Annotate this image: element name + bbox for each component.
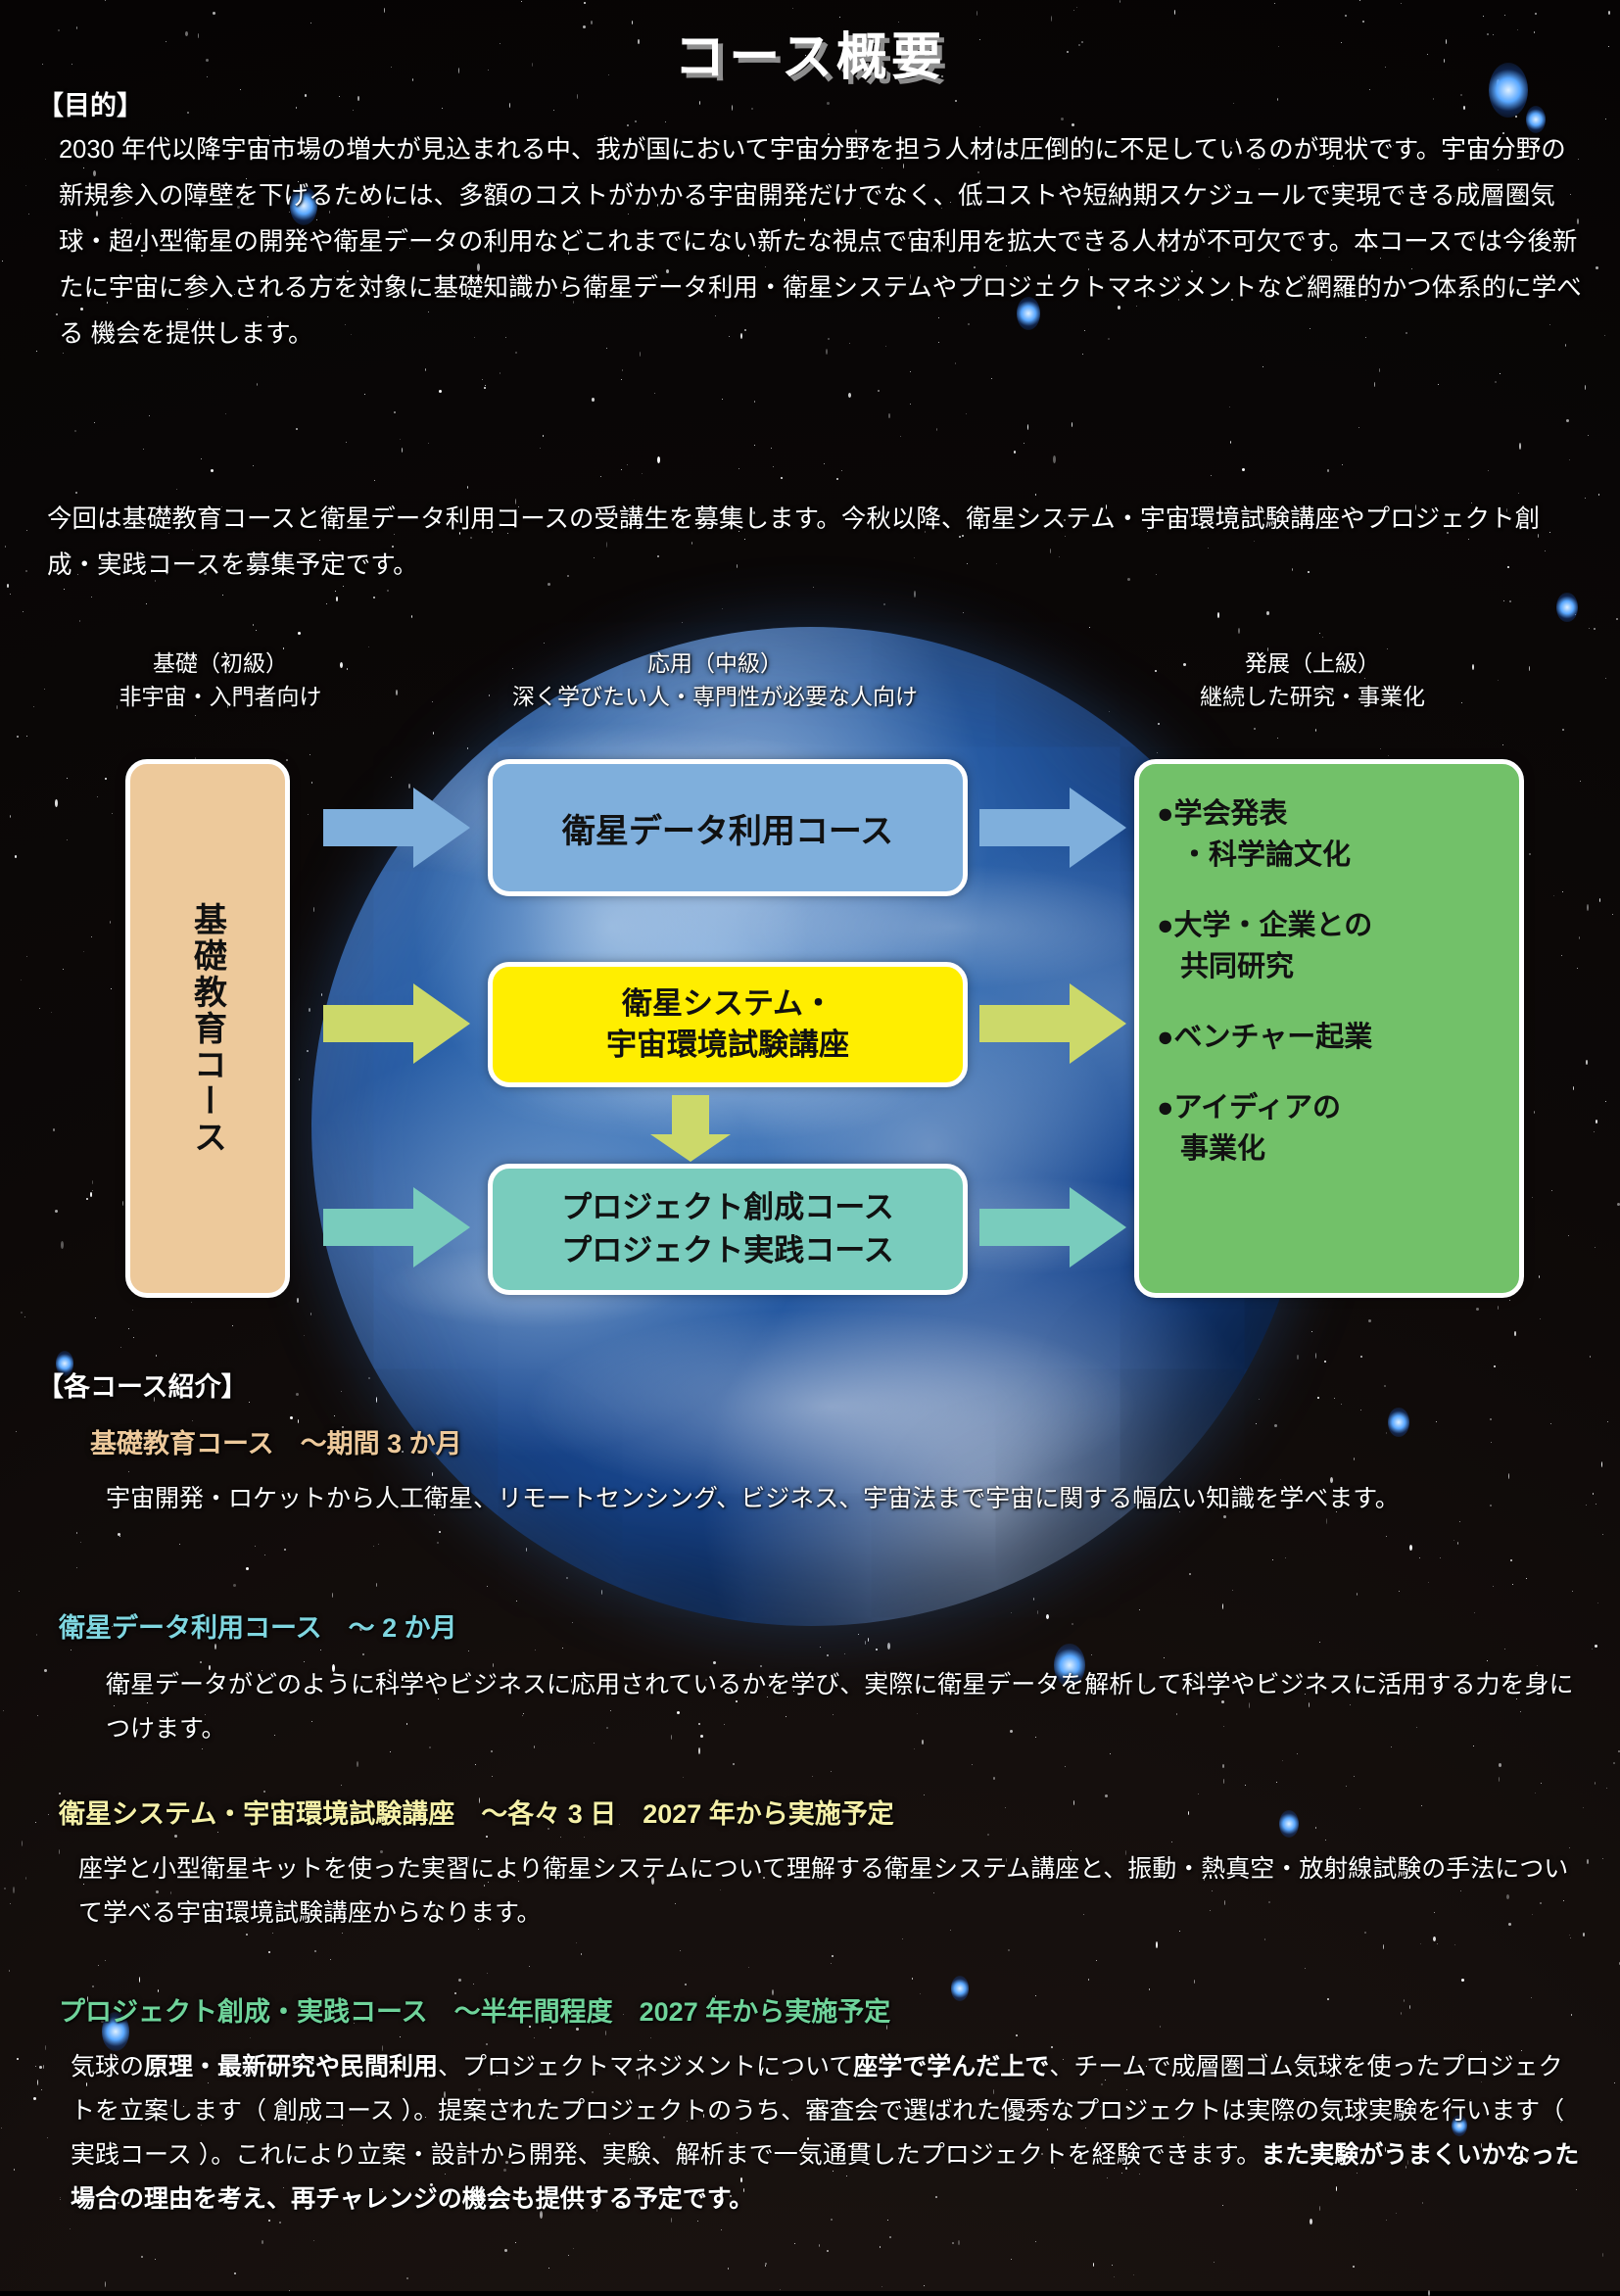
advanced-outcome-line1: ●アイディアの bbox=[1157, 1092, 1342, 1124]
box-advanced-outcomes[interactable]: ●学会発表 ・科学論文化 ●大学・企業との 共同研究 ●ベンチャー起業 ●アイデ… bbox=[1134, 759, 1524, 1298]
body-text: 、プロジェクトマネジメントについて bbox=[438, 2053, 854, 2081]
advanced-outcome-line1: ●ベンチャー起業 bbox=[1157, 1022, 1373, 1053]
courses-section-label: 【各コース紹介】 bbox=[37, 1372, 248, 1402]
emphasis-text: また実験がうまくいかなった場合の理由を考え、再チャレンジの機会も提供する予定です… bbox=[71, 2141, 1580, 2213]
purpose-text-1: 2030 年代以降宇宙市場の増大が見込まれる中、我が国において宇宙分野を担う人材… bbox=[59, 136, 1582, 348]
advanced-outcome-item: ●大学・企業との 共同研究 bbox=[1157, 905, 1505, 987]
box-satellite-data-label: 衛星データ利用コース bbox=[561, 812, 894, 850]
advanced-outcome-line1: ●大学・企業との bbox=[1157, 910, 1373, 941]
advanced-outcome-item: ●ベンチャー起業 bbox=[1157, 1017, 1505, 1058]
arrow-satdata-to-advanced-icon bbox=[979, 788, 1126, 868]
purpose-text-2: 今回は基礎教育コースと衛星データ利用コースの受講生を募集します。今秋以降、衛星シ… bbox=[47, 505, 1541, 579]
arrow-basic-to-satdata-icon bbox=[323, 788, 470, 868]
advanced-outcome-line1: ●学会発表 bbox=[1157, 798, 1288, 830]
course-body-project: 気球の原理・最新研究や民間利用、プロジェクトマネジメントについて座学で学んだ上で… bbox=[71, 2045, 1587, 2222]
arrow-basic-to-project-icon bbox=[323, 1187, 470, 1268]
emphasis-text: 座学で学んだ上で bbox=[853, 2053, 1050, 2081]
course-heading-basic: 基礎教育コース 〜期間 3 か月 bbox=[90, 1429, 462, 1459]
advanced-outcome-item: ●アイディアの 事業化 bbox=[1157, 1087, 1505, 1170]
purpose-paragraph-1: 2030 年代以降宇宙市場の増大が見込まれる中、我が国において宇宙分野を担う人材… bbox=[59, 127, 1587, 358]
column-header-applied: 応用（中級） 深く学びたい人・専門性が必要な人向け bbox=[451, 646, 979, 713]
course-body-basic: 宇宙開発・ロケットから人工衛星、リモートセンシング、ビジネス、宇宙法まで宇宙に関… bbox=[106, 1485, 1400, 1512]
box-satellite-system-label: 衛星システム・ 宇宙環境試験講座 bbox=[606, 986, 849, 1062]
box-project-course[interactable]: プロジェクト創成コース プロジェクト実践コース bbox=[488, 1164, 968, 1295]
column-level-advanced: 発展（上級） bbox=[1245, 650, 1380, 676]
arrow-project-to-advanced-icon bbox=[979, 1187, 1126, 1268]
course-body-satsys: 座学と小型衛星キットを使った実習により衛星システムについて理解する衛星システム講… bbox=[78, 1855, 1569, 1927]
box-satellite-system-course[interactable]: 衛星システム・ 宇宙環境試験講座 bbox=[488, 962, 968, 1087]
box-basic-education-label: 基礎教育コース bbox=[188, 901, 226, 1156]
column-level-applied: 応用（中級） bbox=[647, 650, 783, 676]
advanced-outcomes-list: ●学会発表 ・科学論文化 ●大学・企業との 共同研究 ●ベンチャー起業 ●アイデ… bbox=[1139, 788, 1519, 1175]
course-heading-project: プロジェクト創成・実践コース 〜半年間程度 2027 年から実施予定 bbox=[59, 1997, 891, 2027]
column-level-basic: 基礎（初級） bbox=[153, 650, 288, 676]
column-audience-advanced: 継続した研究・事業化 bbox=[1200, 684, 1425, 709]
box-basic-education-course[interactable]: 基礎教育コース bbox=[125, 759, 290, 1298]
advanced-outcome-line2: ・科学論文化 bbox=[1180, 839, 1352, 871]
advanced-outcome-item: ●学会発表 ・科学論文化 bbox=[1157, 793, 1505, 876]
course-heading-satdata: 衛星データ利用コース 〜 2 か月 bbox=[59, 1613, 457, 1643]
column-audience-basic: 非宇宙・入門者向け bbox=[119, 684, 322, 709]
arrow-satsys-to-project-icon bbox=[650, 1095, 731, 1162]
arrow-satsys-to-advanced-icon bbox=[979, 983, 1126, 1064]
course-body-satdata: 衛星データがどのように科学やビジネスに応用されているかを学び、実際に衛星データを… bbox=[106, 1671, 1574, 1743]
box-project-label: プロジェクト創成コース プロジェクト実践コース bbox=[561, 1190, 894, 1268]
body-text: 、チームで成層圏ゴム気球を使ったプロジェクトを立案します（ 創成コース ）。提案… bbox=[71, 2053, 1565, 2169]
purpose-section-label: 【目的】 bbox=[37, 91, 143, 120]
advanced-outcome-line2: 事業化 bbox=[1180, 1133, 1266, 1165]
column-audience-applied: 深く学びたい人・専門性が必要な人向け bbox=[512, 684, 918, 709]
purpose-paragraph-2: 今回は基礎教育コースと衛星データ利用コースの受講生を募集します。今秋以降、衛星シ… bbox=[47, 497, 1585, 589]
page-title: コース概要 bbox=[674, 29, 946, 86]
arrow-basic-to-satsys-icon bbox=[323, 983, 470, 1064]
emphasis-text: 原理・最新研究や民間利用 bbox=[144, 2053, 439, 2081]
box-satellite-data-course[interactable]: 衛星データ利用コース bbox=[488, 759, 968, 896]
course-heading-satsys: 衛星システム・宇宙環境試験講座 〜各々 3 日 2027 年から実施予定 bbox=[59, 1799, 894, 1829]
column-header-basic: 基礎（初級） 非宇宙・入門者向け bbox=[59, 646, 382, 713]
body-text: 気球の bbox=[71, 2053, 145, 2081]
advanced-outcome-line2: 共同研究 bbox=[1180, 951, 1295, 982]
column-header-advanced: 発展（上級） 継続した研究・事業化 bbox=[1107, 646, 1518, 713]
